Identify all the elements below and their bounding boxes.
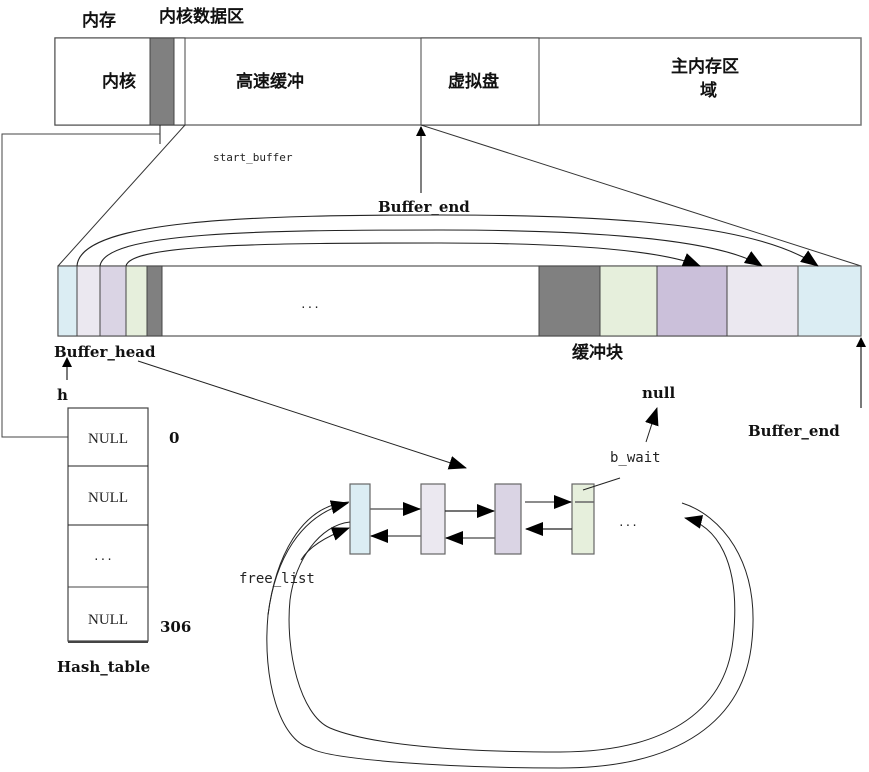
hash-row-3-index: 306 <box>160 618 191 636</box>
segment-kernel-data <box>149 37 175 126</box>
buffer-head-label: Buffer_head <box>54 343 156 361</box>
segment-ramdisk <box>420 37 540 126</box>
hash-table-title: Hash_table <box>57 658 150 676</box>
kernel-label: 内核 <box>102 71 136 92</box>
b-wait-to-null-arrow <box>645 407 659 443</box>
hash-row-1-value: NULL <box>88 490 128 506</box>
buffer-cache-label: 高速缓冲 <box>236 71 304 92</box>
hash-row-3-value: NULL <box>88 612 128 628</box>
b-wait-label: b_wait <box>610 450 661 466</box>
free-list-node-2 <box>420 483 446 555</box>
hash-row-0-value: NULL <box>88 431 128 447</box>
segment-gap <box>173 37 186 126</box>
segment-kernel <box>54 37 151 126</box>
buffer-head-1 <box>57 265 78 337</box>
free-list-ellipsis: ... <box>618 516 638 529</box>
buffer-head-to-freelist-arrow <box>137 360 467 470</box>
buffer-head-4 <box>125 265 148 337</box>
map-arrow-2 <box>99 229 763 267</box>
wrap-curve-inner <box>288 515 736 753</box>
buffer-block-purple <box>656 265 728 337</box>
ramdisk-label: 虚拟盘 <box>448 71 499 92</box>
null-label: null <box>642 384 676 402</box>
kernel-to-hash-connector <box>1 133 160 438</box>
wrap-arrow-head-in <box>267 500 349 616</box>
free-list-node-3 <box>494 483 522 555</box>
b-wait-leader <box>582 477 621 491</box>
buffer-head-3 <box>99 265 127 337</box>
zoom-line-left <box>57 124 186 267</box>
hash-table: NULL NULL ... NULL 0 306 <box>67 407 191 643</box>
hash-row-0-index: 0 <box>169 429 179 447</box>
buffer-head-5 <box>146 265 163 337</box>
free-list-node-4 <box>571 483 595 555</box>
memory-bar: 内核 高速缓冲 虚拟盘 主内存区 域 <box>54 37 862 126</box>
map-arrow-3 <box>125 242 701 267</box>
main-memory-label-2: 域 <box>700 80 717 101</box>
memory-label: 内存 <box>82 10 116 31</box>
main-memory-label-1: 主内存区 <box>671 56 739 77</box>
buffer-blocks-label: 缓冲块 <box>572 342 624 363</box>
buffer-block-green <box>599 265 658 337</box>
buffer-block-gray <box>538 265 601 337</box>
hash-row-2-value: ... <box>93 550 113 563</box>
buffer-end-top-label: Buffer_end <box>378 198 470 216</box>
buffer-block-lavender <box>726 265 799 337</box>
h-pointer-label: h <box>57 386 68 404</box>
buffer-block-blue <box>797 265 862 337</box>
free-list-pointer-arrow <box>300 527 350 561</box>
zoom-line-right <box>420 124 862 267</box>
buffer-head-2 <box>76 265 101 337</box>
start-buffer-label: start_buffer <box>213 151 293 164</box>
buffer-end-bottom-label: Buffer_end <box>748 422 840 440</box>
free-list-node-1 <box>349 483 371 555</box>
free-list: ... b_wait null free_list <box>239 384 754 769</box>
buffer-strip: ... <box>57 265 862 337</box>
kernel-data-label: 内核数据区 <box>159 6 244 27</box>
buffer-strip-ellipsis: ... <box>300 298 320 311</box>
map-arrow-1 <box>76 214 819 267</box>
